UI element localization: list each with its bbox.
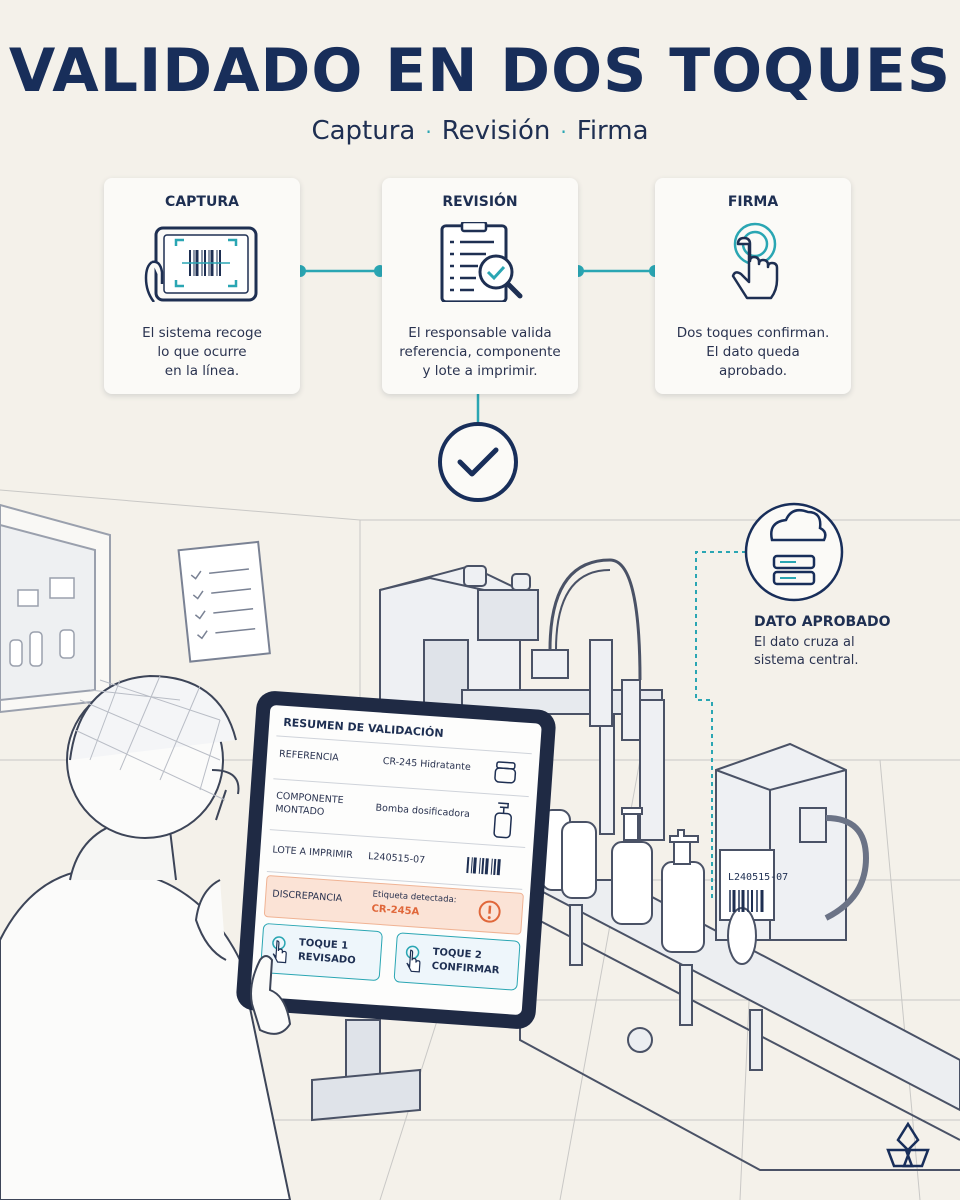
button-label: TOQUE 2 CONFIRMAR	[431, 946, 500, 977]
pump-bottle-icon	[493, 802, 512, 839]
row-label: COMPONENTE MONTADO	[274, 790, 344, 818]
row-value: CR-245 Hidratante	[382, 755, 472, 773]
summary-row-lote: LOTE A IMPRIMIR L240515-07	[266, 831, 526, 890]
step-description: El responsable valida referencia, compon…	[399, 325, 561, 379]
step-title: CAPTURA	[165, 194, 239, 210]
discrepancy-detail-value: CR-245A	[371, 903, 420, 918]
jar-icon	[494, 761, 517, 784]
printer-lot-label: L240515-07	[728, 872, 789, 883]
row-label: LOTE A IMPRIMIR	[272, 844, 354, 861]
subtitle-separator: ·	[425, 120, 432, 144]
row-value: L240515-07	[367, 851, 426, 867]
subtitle-separator: ·	[560, 120, 567, 144]
step-description: Dos toques confirman. El dato queda apro…	[676, 325, 830, 379]
row-value: Bomba dosificadora	[375, 802, 471, 821]
touch-finger-icon	[405, 945, 421, 973]
approved-title: DATO APROBADO	[754, 614, 891, 630]
checklist-magnifier-icon	[440, 222, 523, 302]
page-title: VALIDADO EN DOS TOQUES	[8, 36, 952, 106]
warning-icon	[478, 900, 501, 923]
tablet-barcode-icon	[144, 226, 258, 302]
touch-2-confirm-button[interactable]: TOQUE 2 CONFIRMAR	[393, 932, 521, 991]
touch-1-reviewed-button[interactable]: TOQUE 1 REVISADO	[259, 922, 383, 982]
discrepancy-row: DISCREPANCIA Etiqueta detectada: CR-245A	[263, 875, 525, 935]
barcode-icon	[466, 856, 501, 876]
subtitle-revision: Revisión	[441, 116, 551, 146]
validation-tablet: RESUMEN DE VALIDACIÓN REFERENCIA CR-245 …	[235, 689, 557, 1031]
step-title: REVISIÓN	[442, 194, 518, 210]
step-description: El sistema recoge lo que ocurre en la lí…	[142, 325, 262, 379]
brand-logo-icon	[886, 1121, 930, 1168]
approved-data-callout: DATO APROBADO El dato cruza al sistema c…	[754, 614, 954, 670]
touch-finger-icon	[731, 222, 779, 300]
row-label: REFERENCIA	[278, 748, 340, 764]
page-subtitle: Captura · Revisión · Firma	[0, 116, 960, 146]
subtitle-captura: Captura	[311, 116, 416, 146]
summary-row-referencia: REFERENCIA CR-245 Hidratante	[273, 735, 532, 798]
button-label: TOQUE 1 REVISADO	[297, 937, 356, 967]
validation-summary-header: RESUMEN DE VALIDACIÓN	[282, 715, 444, 740]
discrepancy-label: DISCREPANCIA	[271, 888, 343, 905]
step-card-captura: CAPTURA El sistema recoge lo que ocurre …	[104, 178, 300, 394]
subtitle-firma: Firma	[576, 116, 649, 146]
touch-finger-icon	[272, 936, 287, 964]
summary-row-componente: COMPONENTE MONTADO Bomba dosificadora	[269, 779, 529, 848]
step-card-revision: REVISIÓN El responsable valida referenci…	[382, 178, 578, 394]
approved-description: El dato cruza al sistema central.	[754, 635, 859, 668]
step-card-firma: FIRMA Dos toques confirman. El dato qued…	[655, 178, 851, 394]
discrepancy-detail-label: Etiqueta detectada:	[372, 889, 457, 906]
step-title: FIRMA	[727, 194, 779, 210]
